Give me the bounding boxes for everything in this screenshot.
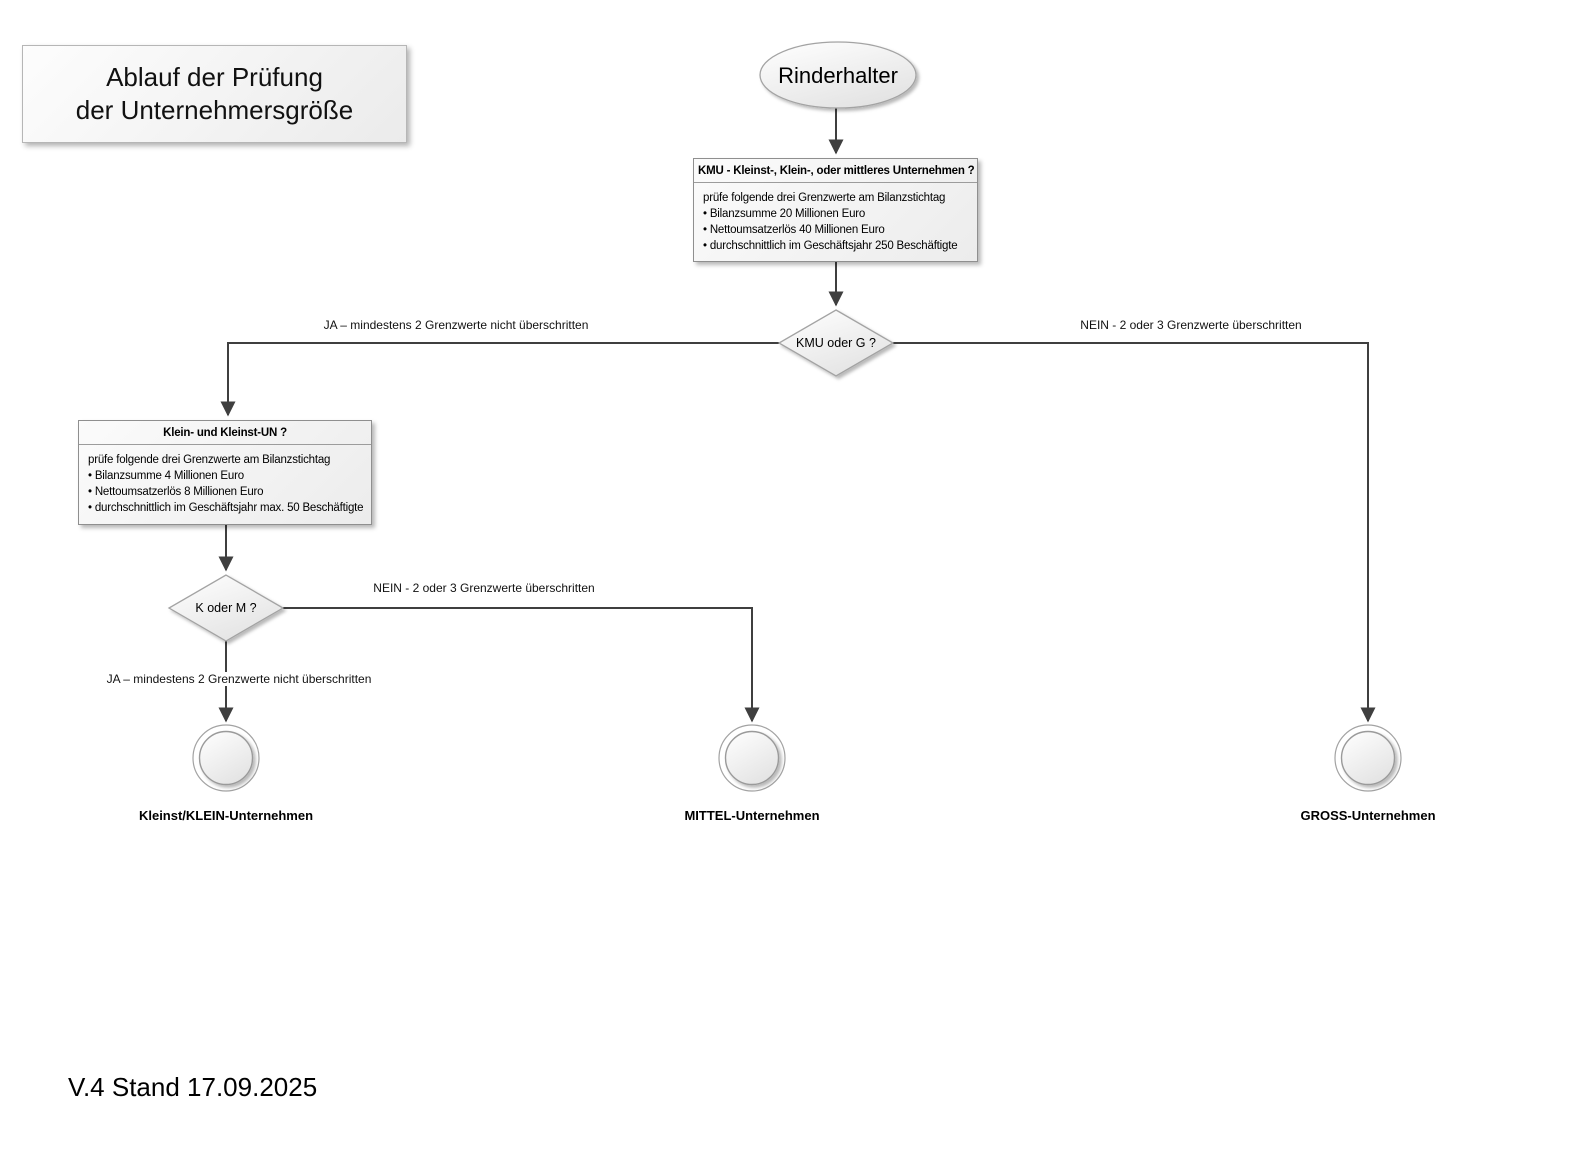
diagram-title-box: Ablauf der Prüfung der Unternehmersgröße	[22, 45, 407, 143]
decision-kmu-diamond	[777, 309, 895, 377]
version-stamp: V.4 Stand 17.09.2025	[68, 1072, 318, 1102]
terminal-klein-label: Kleinst/KLEIN-Unternehmen	[138, 808, 314, 823]
start-node-label: Rinderhalter	[778, 63, 898, 88]
connector-decision-km-no	[283, 607, 760, 723]
start-node-ellipse	[759, 41, 917, 109]
edge-label-km-yes: JA – mindestens 2 Grenzwerte nicht übers…	[103, 672, 375, 686]
edge-label-km-no: NEIN - 2 oder 3 Grenzwerte überschritten	[370, 581, 598, 595]
terminal-mittel-label: MITTEL-Unternehmen	[684, 808, 820, 823]
kmu-check-bullet: • Nettoumsatzerlös 40 Millionen Euro	[703, 224, 885, 236]
terminal-gross-label: GROSS-Unternehmen	[1300, 808, 1436, 823]
terminal-gross-circle	[1334, 724, 1402, 792]
klein-check-bullet: • Bilanzsumme 4 Millionen Euro	[88, 470, 244, 482]
diagram-title-line1: Ablauf der Prüfung	[106, 62, 323, 92]
edge-label-kmu-yes: JA – mindestens 2 Grenzwerte nicht übers…	[320, 318, 592, 332]
klein-check-body: prüfe folgende drei Grenzwerte am Bilanz…	[79, 445, 371, 523]
terminal-mittel-circle	[718, 724, 786, 792]
kmu-check-body: prüfe folgende drei Grenzwerte am Bilanz…	[694, 183, 977, 261]
kmu-check-box: KMU - Kleinst-, Klein-, oder mittleres U…	[693, 158, 978, 262]
kmu-check-bullet: • Bilanzsumme 20 Millionen Euro	[703, 208, 866, 220]
connector-decision-kmu-no	[893, 342, 1376, 723]
kmu-check-header: KMU - Kleinst-, Klein-, oder mittleres U…	[694, 159, 977, 183]
decision-kmu-label: KMU oder G ?	[796, 336, 876, 350]
kmu-check-bullet: • durchschnittlich im Geschäftsjahr 250 …	[703, 240, 958, 252]
klein-check-intro: prüfe folgende drei Grenzwerte am Bilanz…	[88, 454, 331, 466]
klein-check-header: Klein- und Kleinst-UN ?	[79, 421, 371, 445]
klein-check-bullet: • Nettoumsatzerlös 8 Millionen Euro	[88, 486, 264, 498]
diagram-title-line2: der Unternehmersgröße	[75, 95, 354, 125]
decision-km-diamond	[167, 574, 285, 642]
terminal-klein-circle	[192, 724, 260, 792]
edge-label-kmu-no: NEIN - 2 oder 3 Grenzwerte überschritten	[1077, 318, 1305, 332]
klein-check-box: Klein- und Kleinst-UN ? prüfe folgende d…	[78, 420, 372, 525]
kmu-check-intro: prüfe folgende drei Grenzwerte am Bilanz…	[703, 192, 946, 204]
connector-decision-kmu-yes	[220, 342, 779, 417]
decision-km-label: K oder M ?	[195, 601, 256, 615]
klein-check-bullet: • durchschnittlich im Geschäftsjahr max.…	[88, 502, 364, 514]
